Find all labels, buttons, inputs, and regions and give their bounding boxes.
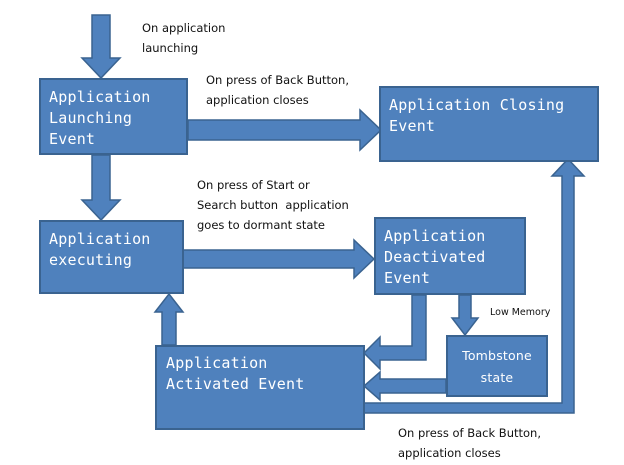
- node-label: Tombstone state: [462, 348, 532, 385]
- node-label: Application Closing Event: [389, 96, 565, 135]
- arrow-deactivated-to-activated: [362, 294, 427, 371]
- arrow-activated-to-closing: [363, 157, 586, 414]
- node-label: Application Activated Event: [166, 354, 305, 393]
- node-label: Application executing: [49, 230, 151, 269]
- node-application-deactivated-event: Application Deactivated Event: [374, 217, 526, 295]
- label-back-button-top: On press of Back Button, application clo…: [206, 73, 349, 107]
- label-on-application-launching: On application launching: [142, 21, 226, 55]
- node-application-activated-event: Application Activated Event: [155, 345, 365, 430]
- node-tombstone-state: Tombstone state: [446, 335, 548, 397]
- node-label: Application Deactivated Event: [384, 227, 486, 287]
- label-low-memory: Low Memory: [490, 307, 551, 318]
- node-application-launching-event: Application Launching Event: [39, 78, 188, 155]
- arrow-executing-to-deactivated: [182, 238, 376, 280]
- arrow-entry-to-launching: [80, 14, 122, 80]
- label-start-search-dormant: On press of Start or Search button appli…: [197, 178, 349, 232]
- node-application-closing-event: Application Closing Event: [379, 86, 599, 162]
- node-label: Application Launching Event: [49, 88, 151, 148]
- arrow-activated-to-executing: [153, 292, 185, 346]
- arrow-launching-to-closing: [187, 108, 383, 152]
- arrow-launching-to-executing: [80, 154, 122, 222]
- label-back-button-bottom: On press of Back Button, application clo…: [398, 426, 541, 460]
- arrow-tombstone-to-activated: [362, 370, 447, 402]
- node-application-executing: Application executing: [39, 220, 184, 294]
- arrow-deactivated-to-tombstone: [450, 294, 480, 337]
